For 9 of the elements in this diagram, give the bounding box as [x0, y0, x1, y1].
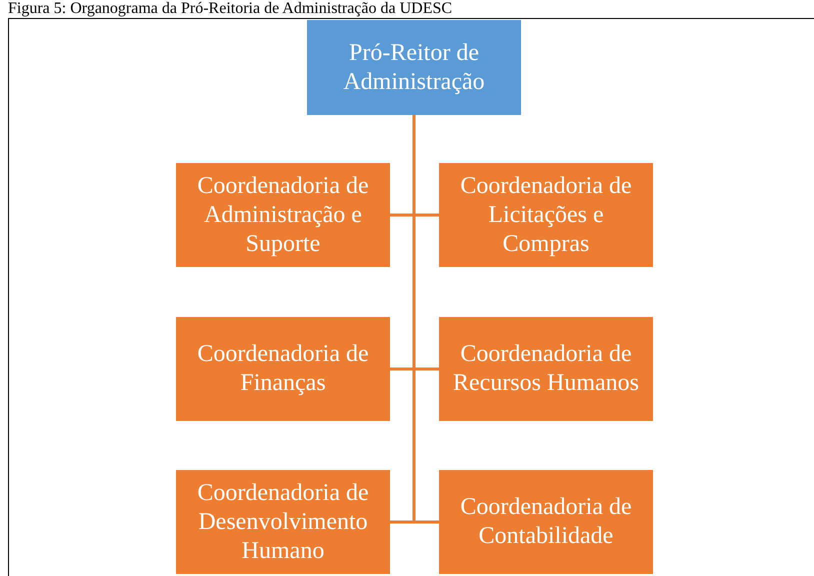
org-unit-box: Coordenadoria de Licitações e Compras [439, 163, 653, 267]
org-unit-box: Coordenadoria de Recursos Humanos [439, 317, 653, 421]
org-unit-box: Coordenadoria de Contabilidade [439, 470, 653, 574]
org-unit-box: Coordenadoria de Finanças [176, 317, 390, 421]
org-unit-box: Coordenadoria de Desenvolvimento Humano [176, 470, 390, 574]
figure-title: Figura 5: Organograma da Pró-Reitoria de Administração da UDESC [8, 0, 452, 18]
connector-line [412, 115, 439, 524]
org-unit-box: Pró-Reitor de Administração [307, 20, 521, 115]
org-unit-box: Coordenadoria de Administração e Suporte [176, 163, 390, 267]
